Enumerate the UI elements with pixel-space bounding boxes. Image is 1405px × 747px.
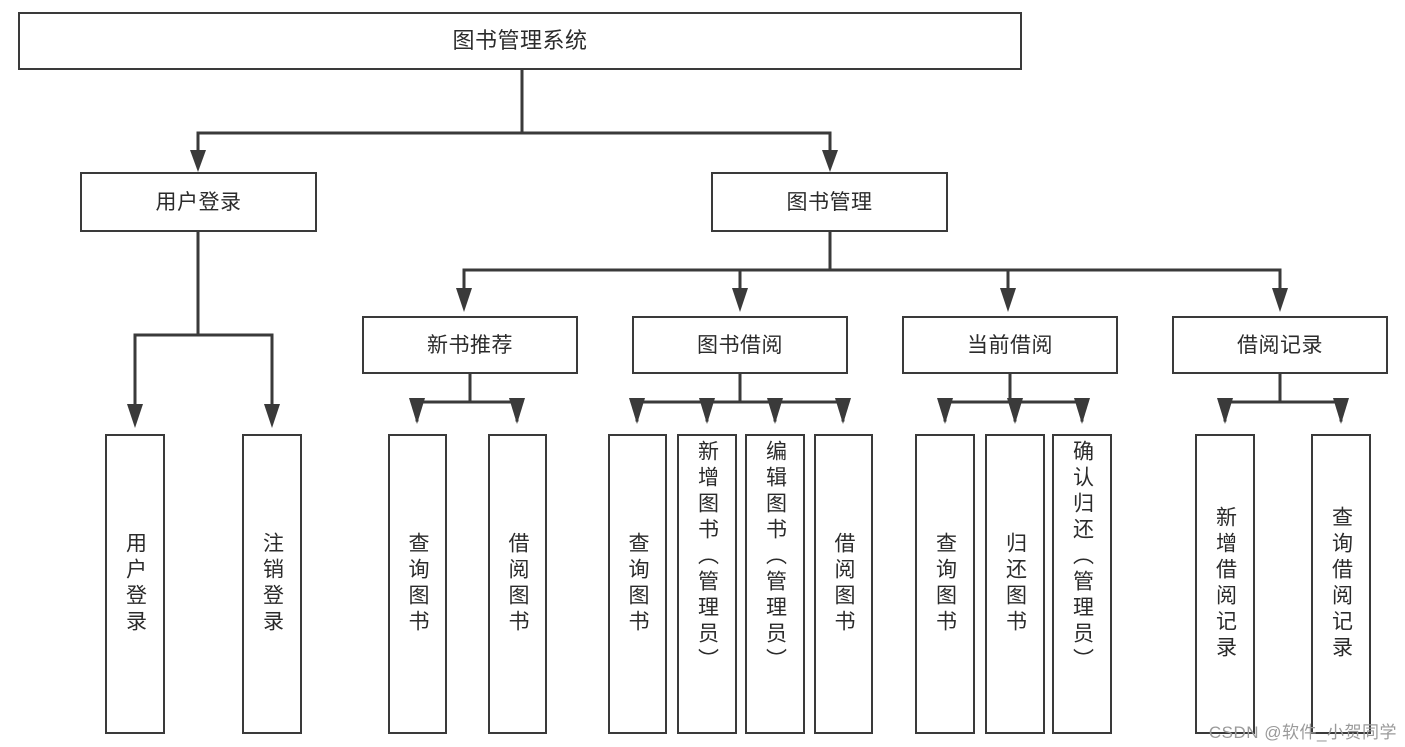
leaf-query-book-2-label: 查询图书 [626,532,649,636]
node-current-borrow-label: 当前借阅 [967,333,1053,357]
leaf-edit-book-admin[interactable]: 编辑图书（管理员） [745,434,805,734]
leaf-confirm-return-admin-label: 确认归还（管理员） [1070,440,1094,674]
leaf-user-login[interactable]: 用户登录 [105,434,165,734]
leaf-query-borrow-record[interactable]: 查询借阅记录 [1311,434,1371,734]
leaf-user-login-label: 用户登录 [123,532,147,636]
leaf-return-book[interactable]: 归还图书 [985,434,1045,734]
leaf-add-book-admin-label: 新增图书（管理员） [695,440,719,674]
node-book-management-label: 图书管理 [786,190,873,214]
leaf-logout-login-label: 注销登录 [260,532,284,636]
node-root-label: 图书管理系统 [452,28,588,53]
node-current-borrow[interactable]: 当前借阅 [902,316,1118,374]
leaf-logout-login[interactable]: 注销登录 [242,434,302,734]
leaf-return-book-label: 归还图书 [1003,532,1027,636]
leaf-borrow-book-1-label: 借阅图书 [506,532,529,636]
node-book-borrow-label: 图书借阅 [697,333,783,357]
leaf-add-borrow-record[interactable]: 新增借阅记录 [1195,434,1255,734]
node-borrow-record[interactable]: 借阅记录 [1172,316,1388,374]
leaf-query-book-1-label: 查询图书 [406,532,429,636]
leaf-borrow-book-2-label: 借阅图书 [832,532,855,636]
leaf-borrow-book-1[interactable]: 借阅图书 [488,434,547,734]
leaf-query-borrow-record-label: 查询借阅记录 [1329,506,1353,662]
watermark-text: CSDN @软件_小贺同学 [1208,723,1397,742]
node-borrow-record-label: 借阅记录 [1237,333,1323,357]
node-book-borrow[interactable]: 图书借阅 [632,316,848,374]
node-new-book-recommend-label: 新书推荐 [427,333,513,357]
leaf-query-book-3[interactable]: 查询图书 [915,434,975,734]
leaf-add-borrow-record-label: 新增借阅记录 [1213,506,1237,662]
leaf-query-book-3-label: 查询图书 [933,532,957,636]
leaf-query-book-2[interactable]: 查询图书 [608,434,667,734]
node-root[interactable]: 图书管理系统 [18,12,1022,70]
leaf-confirm-return-admin[interactable]: 确认归还（管理员） [1052,434,1112,734]
node-user-login-label: 用户登录 [155,190,242,214]
leaf-query-book-1[interactable]: 查询图书 [388,434,447,734]
leaf-add-book-admin[interactable]: 新增图书（管理员） [677,434,737,734]
leaf-borrow-book-2[interactable]: 借阅图书 [814,434,873,734]
node-user-login[interactable]: 用户登录 [80,172,317,232]
node-book-management[interactable]: 图书管理 [711,172,948,232]
leaf-edit-book-admin-label: 编辑图书（管理员） [763,440,787,674]
node-new-book-recommend[interactable]: 新书推荐 [362,316,578,374]
